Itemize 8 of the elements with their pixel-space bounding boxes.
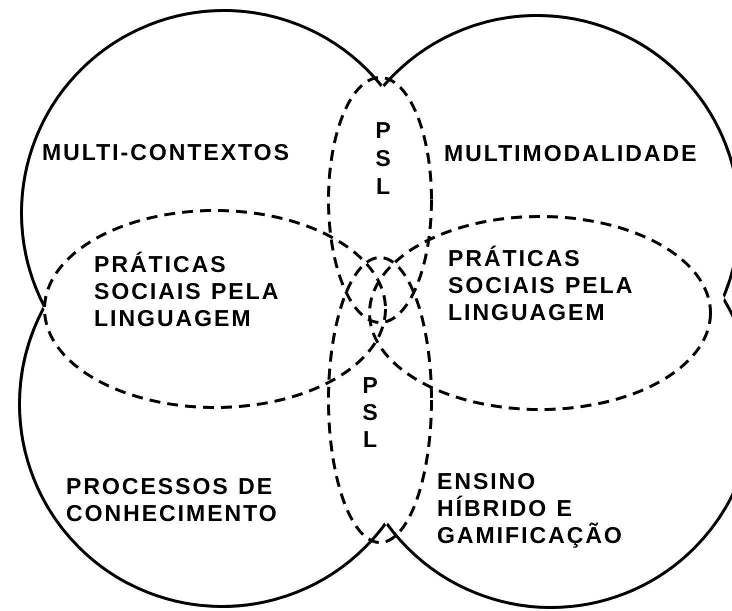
region-label: PRÁTICAS SOCIAIS PELA LINGUAGEM: [448, 245, 634, 326]
region-label: MULTI-CONTEXTOS: [42, 139, 292, 166]
region-label: PROCESSOS DE CONHECIMENTO: [66, 473, 280, 527]
region-label: PRÁTICAS SOCIAIS PELA LINGUAGEM: [94, 251, 280, 332]
region-label: MULTIMODALIDADE: [444, 140, 700, 167]
region-label: ENSINO HÍBRIDO E GAMIFICAÇÃO: [437, 468, 625, 549]
region-label: P S L: [374, 116, 394, 200]
region-label: P S L: [361, 372, 381, 453]
